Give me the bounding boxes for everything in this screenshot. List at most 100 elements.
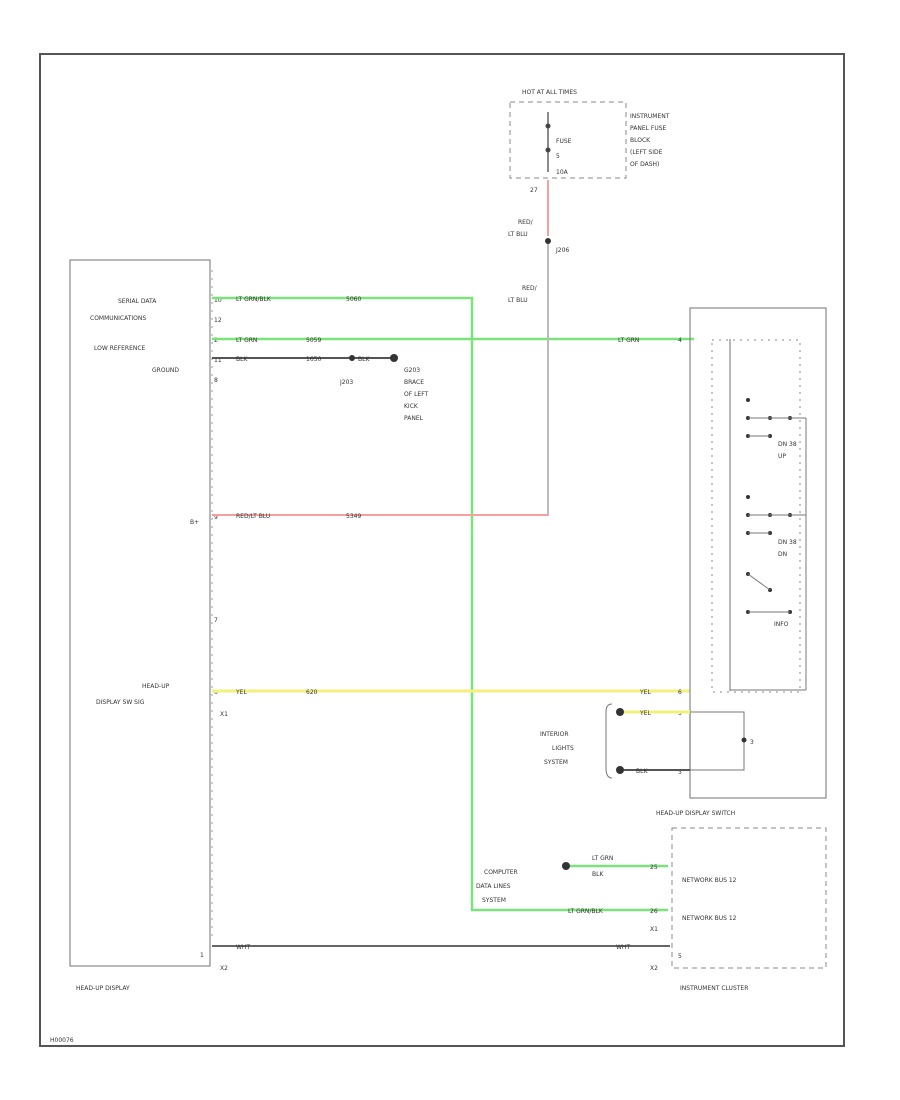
interior-connector-top xyxy=(616,708,624,716)
instrument-cluster: 25 26 X1 5 X2 NETWORK BUS 12 NETWORK BUS… xyxy=(650,827,827,992)
hud-switch: DN 38 UP DN 38 DN INFO 3 5 3 HEAD-UP DIS… xyxy=(656,307,827,817)
hud-pin-num: 7 xyxy=(214,617,218,624)
cluster-outline xyxy=(671,827,827,969)
wire-switch-circuit: 620 xyxy=(306,689,318,696)
cdl-label-2: DATA LINES xyxy=(476,883,511,890)
wire-x2-color: WHT xyxy=(236,944,250,951)
lamp-ref: 3 xyxy=(750,739,754,746)
hud-pin-low-ref: LOW REFERENCE xyxy=(94,345,146,352)
hud-pin-switch-2: DISPLAY SW SIG xyxy=(96,699,145,706)
hud-name: HEAD-UP DISPLAY xyxy=(76,985,130,992)
cluster-name: INSTRUMENT CLUSTER xyxy=(680,985,748,992)
cluster-connector-x1: X1 xyxy=(650,926,658,933)
ground-location-4: PANEL xyxy=(404,415,424,422)
hud-pin-switch-1: HEAD-UP xyxy=(142,683,170,690)
fuse-block-label-5: OF DASH) xyxy=(630,161,659,168)
diagram-frame xyxy=(39,53,845,1047)
fuse-block: HOT AT ALL TIMES FUSE 5 10A 27 INSTRUMEN… xyxy=(509,89,670,194)
wire-low-ref-color-right: LT GRN xyxy=(618,337,639,344)
ground-location-3: KICK xyxy=(404,403,419,410)
fuse-pin: 27 xyxy=(530,187,538,194)
splice-wire-below-2: LT BLU xyxy=(508,297,528,304)
ground-junction-id: J203 xyxy=(339,379,353,386)
lamp-circuit xyxy=(689,711,745,771)
wire-serial-circuit: 5060 xyxy=(346,296,361,303)
diagram-id: H00076 xyxy=(50,1037,74,1044)
fuse-amps: 10A xyxy=(556,169,569,176)
lamp-node xyxy=(741,737,747,743)
fuse-block-outline xyxy=(509,101,627,179)
interior-label-3: SYSTEM xyxy=(544,759,568,766)
cdl-connector xyxy=(562,862,570,870)
switch-outer-outline xyxy=(689,307,827,799)
hud-pin-num: 9 xyxy=(214,514,218,521)
ground-location-1: BRACE xyxy=(404,379,424,386)
cluster-pin-a: 25 xyxy=(650,864,658,871)
hud-outline xyxy=(69,259,211,967)
switch-inner-outline xyxy=(711,339,801,693)
fuse-hot-label: HOT AT ALL TIMES xyxy=(522,89,577,96)
fuse-number: 5 xyxy=(556,153,560,160)
hud-pin-num: 2 xyxy=(214,337,218,344)
wire-switch-color-right: YEL xyxy=(639,689,651,696)
wire-bplus-red xyxy=(212,244,549,516)
interior-label-2: LIGHTS xyxy=(552,745,574,752)
cluster-bus-2: NETWORK BUS 12 xyxy=(682,915,737,922)
splice-wire-below-1: RED/ xyxy=(522,285,538,292)
ground-location-2: OF LEFT xyxy=(404,391,429,398)
cdl-wire-bottom: LT GRN/BLK xyxy=(568,908,604,915)
hud-pin-serial-1: SERIAL DATA xyxy=(118,298,157,305)
interior-connector-bottom xyxy=(616,766,624,774)
splice-id: J206 xyxy=(555,247,569,254)
fuse-label: FUSE xyxy=(556,138,572,145)
hud-connector-x2: X2 xyxy=(220,965,228,972)
wire-ground-circuit: 1650 xyxy=(306,356,321,363)
fuse-block-label-4: (LEFT SIDE xyxy=(630,149,663,156)
switch-dn-2: DN xyxy=(778,551,787,558)
ground-id: G203 xyxy=(404,367,420,374)
switch-up-1: DN 38 xyxy=(778,441,797,448)
wire-switch-color: YEL xyxy=(235,689,247,696)
hud-pin-x2: 1 xyxy=(200,952,204,959)
cluster-bus-1: NETWORK BUS 12 xyxy=(682,877,737,884)
interior-label-1: INTERIOR xyxy=(540,731,569,738)
hud-pin-num: 11 xyxy=(214,357,222,364)
wire-low-ref-circuit: 5059 xyxy=(306,337,321,344)
ground-icon xyxy=(390,354,398,362)
cluster-pin-b: 26 xyxy=(650,908,658,915)
wire-ground-color: BLK xyxy=(236,356,248,363)
hud-pin-serial-2: COMMUNICATIONS xyxy=(90,315,146,322)
wire-interior-yel-label: YEL xyxy=(639,710,651,717)
junction-j203 xyxy=(349,355,355,361)
wire-serial-data xyxy=(212,296,668,912)
switch-name: HEAD-UP DISPLAY SWITCH xyxy=(656,810,735,817)
splice-wire-above-1: RED/ xyxy=(518,219,534,226)
fuse-terminal xyxy=(545,147,551,153)
switch-pin-3: 3 xyxy=(678,769,682,776)
hud-pin-ground: GROUND xyxy=(152,367,179,374)
hud-connector-x1: X1 xyxy=(220,711,228,718)
wire-bplus-color: RED/LT BLU xyxy=(236,513,270,520)
ground-blk-label: BLK xyxy=(358,356,370,363)
hud-pin-num: 8 xyxy=(214,377,218,384)
switch-pin-4: 4 xyxy=(678,337,682,344)
cdl-label-3: SYSTEM xyxy=(482,897,506,904)
fuse-block-label-3: BLOCK xyxy=(630,137,651,144)
switch-info: INFO xyxy=(774,621,789,628)
interior-bracket xyxy=(605,703,613,779)
wire-serial-color: LT GRN/BLK xyxy=(236,296,272,303)
hud-pin-bplus: B+ xyxy=(190,519,199,526)
hud-module: SERIAL DATA COMMUNICATIONS LOW REFERENCE… xyxy=(69,259,228,992)
switch-up-2: UP xyxy=(778,453,786,460)
switch-dn-1: DN 38 xyxy=(778,539,797,546)
fuse-block-label-1: INSTRUMENT xyxy=(630,113,670,120)
fuse-block-label-2: PANEL FUSE xyxy=(630,125,667,132)
cluster-connector-x2: X2 xyxy=(650,965,658,972)
fuse-terminal xyxy=(545,123,551,129)
splice-wire-above-2: LT BLU xyxy=(508,231,528,238)
cdl-label-1: COMPUTER xyxy=(484,869,518,876)
hud-pin-num: 12 xyxy=(214,317,222,324)
cdl-wire-top-1: LT GRN xyxy=(592,855,613,862)
wire-bplus-circuit: 5349 xyxy=(346,513,361,520)
